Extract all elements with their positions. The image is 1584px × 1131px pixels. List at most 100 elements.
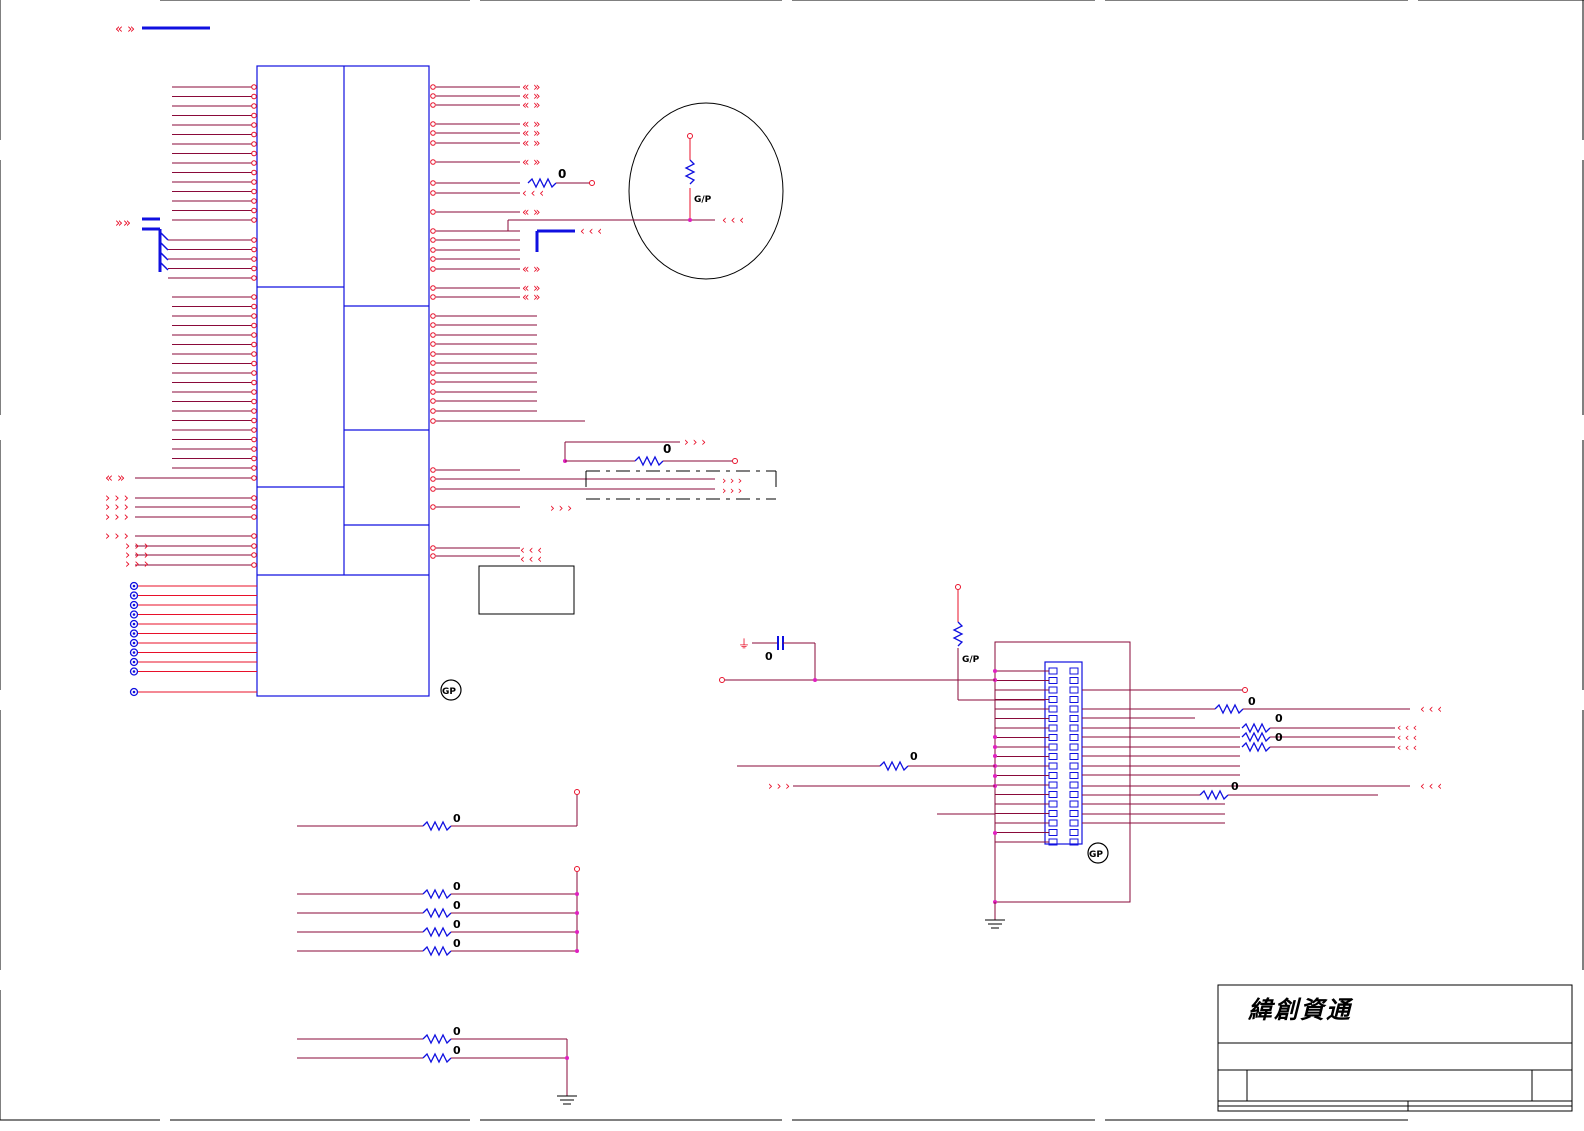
pin-dot [251, 217, 257, 223]
junction [565, 1056, 569, 1060]
main-ic [256, 65, 430, 697]
resistor-ref: 0 [453, 1044, 461, 1057]
svg-text:‹ ‹ ‹: ‹ ‹ ‹ [1420, 779, 1442, 793]
junction [993, 774, 997, 778]
junction [993, 831, 997, 835]
pin-dot [430, 247, 436, 253]
connector-pin-right [1069, 762, 1079, 770]
pin-dot [251, 207, 257, 214]
pin-dot [251, 427, 257, 433]
test-point [129, 591, 139, 600]
pin-dot [251, 360, 257, 367]
resistor-symbol [422, 926, 452, 938]
resistor-ref: 0 [453, 1025, 461, 1038]
connector-pin-right [1069, 734, 1079, 741]
svg-text:‹ ‹ ‹: ‹ ‹ ‹ [520, 543, 542, 557]
pin-dot [430, 285, 436, 291]
svg-text:‹ ‹ ‹: ‹ ‹ ‹ [1397, 731, 1417, 744]
svg-text:« »: « » [105, 471, 125, 486]
pin-dot [251, 398, 257, 405]
pin-dot [251, 552, 257, 558]
pin-dot [251, 455, 257, 462]
pin-dot [251, 141, 257, 147]
test-point-center [132, 660, 136, 664]
company-name: 緯創資通 [1248, 995, 1352, 1024]
resistor-symbol [422, 1052, 452, 1064]
pin-dot [251, 93, 257, 100]
svg-text:› › ›: › › › [125, 548, 149, 563]
pin-dot [251, 188, 257, 195]
offpage-arrow: « » [522, 281, 541, 295]
connector-pin-right [1069, 724, 1079, 732]
pin-dot [430, 266, 436, 272]
svg-text:› › ›: › › › [722, 474, 742, 487]
connector-pin-right [1069, 781, 1079, 789]
pin-dot [251, 533, 257, 539]
pin-dot [251, 84, 257, 90]
svg-text:› › ›: › › › [105, 491, 129, 506]
connector-pin-right [1069, 743, 1079, 751]
svg-text:G/P: G/P [694, 195, 712, 205]
bus-marker-top: « » [115, 22, 210, 37]
resistor-ref: 0 [453, 899, 461, 912]
connector-pin-left [1048, 791, 1058, 798]
connector-pin-left [1048, 819, 1058, 827]
connector-pin-left [1048, 677, 1058, 684]
pin-dot [430, 504, 436, 510]
svg-text:‹ ‹ ‹: ‹ ‹ ‹ [520, 552, 542, 566]
junction [993, 669, 997, 673]
offpage-arrow: ‹ ‹ ‹ [522, 186, 544, 200]
pin-dot [251, 332, 257, 338]
pin-dot [430, 294, 436, 300]
pin-dot [251, 256, 257, 262]
resistor-symbol [422, 945, 452, 957]
resistor-ref: 0 [453, 918, 461, 931]
junction [575, 930, 579, 934]
svg-text:‹ ‹ ‹: ‹ ‹ ‹ [1397, 721, 1417, 734]
test-point [129, 581, 139, 591]
pin-dot [430, 398, 436, 404]
pin-dot [251, 351, 257, 357]
pin-dot [251, 322, 257, 329]
connector-pin-left [1048, 762, 1058, 770]
svg-text:0: 0 [765, 650, 773, 663]
test-point-center [132, 584, 136, 588]
junction [993, 754, 997, 758]
pin-dot [430, 360, 436, 366]
connector-pin-left [1048, 696, 1058, 703]
svg-text:› › ›: › › › [105, 500, 129, 515]
pin-dot [251, 103, 257, 109]
pin-dot [430, 237, 436, 243]
ground-symbol [557, 1095, 577, 1105]
svg-text:› › ›: › › › [722, 484, 742, 497]
test-point [129, 687, 139, 697]
gp-logo-main: GP [440, 679, 462, 701]
test-point [129, 600, 139, 610]
resistor-symbol [422, 907, 452, 919]
offpage-arrow: « » [522, 80, 541, 94]
offpage-arrow: « » [522, 98, 541, 112]
junction [993, 745, 997, 749]
pin-dot [251, 179, 257, 185]
svg-text:0: 0 [910, 750, 918, 763]
connector-pin-left [1048, 829, 1058, 836]
svg-text:‹ ‹ ‹: ‹ ‹ ‹ [1420, 702, 1442, 716]
offpage-arrow: « » [522, 262, 541, 276]
connector-pin-left [1048, 705, 1058, 713]
svg-text:GP: GP [442, 687, 456, 697]
svg-text:› › ›: › › › [684, 435, 706, 449]
pin-dot [430, 209, 436, 215]
pin-dot [251, 265, 257, 272]
right-pin-nets: « »« »« »« »« »« »« »« »« »« »« »‹ ‹ ‹ [430, 80, 715, 559]
test-point [129, 610, 139, 619]
connector-pin-left [1048, 753, 1058, 760]
pin-dot [430, 190, 436, 196]
test-point [129, 619, 139, 629]
test-point-center [132, 594, 136, 597]
test-point-center [132, 690, 136, 694]
test-point-column [129, 581, 257, 697]
svg-text:⏚: ⏚ [738, 637, 750, 651]
offpage-arrow: « » [522, 126, 541, 140]
